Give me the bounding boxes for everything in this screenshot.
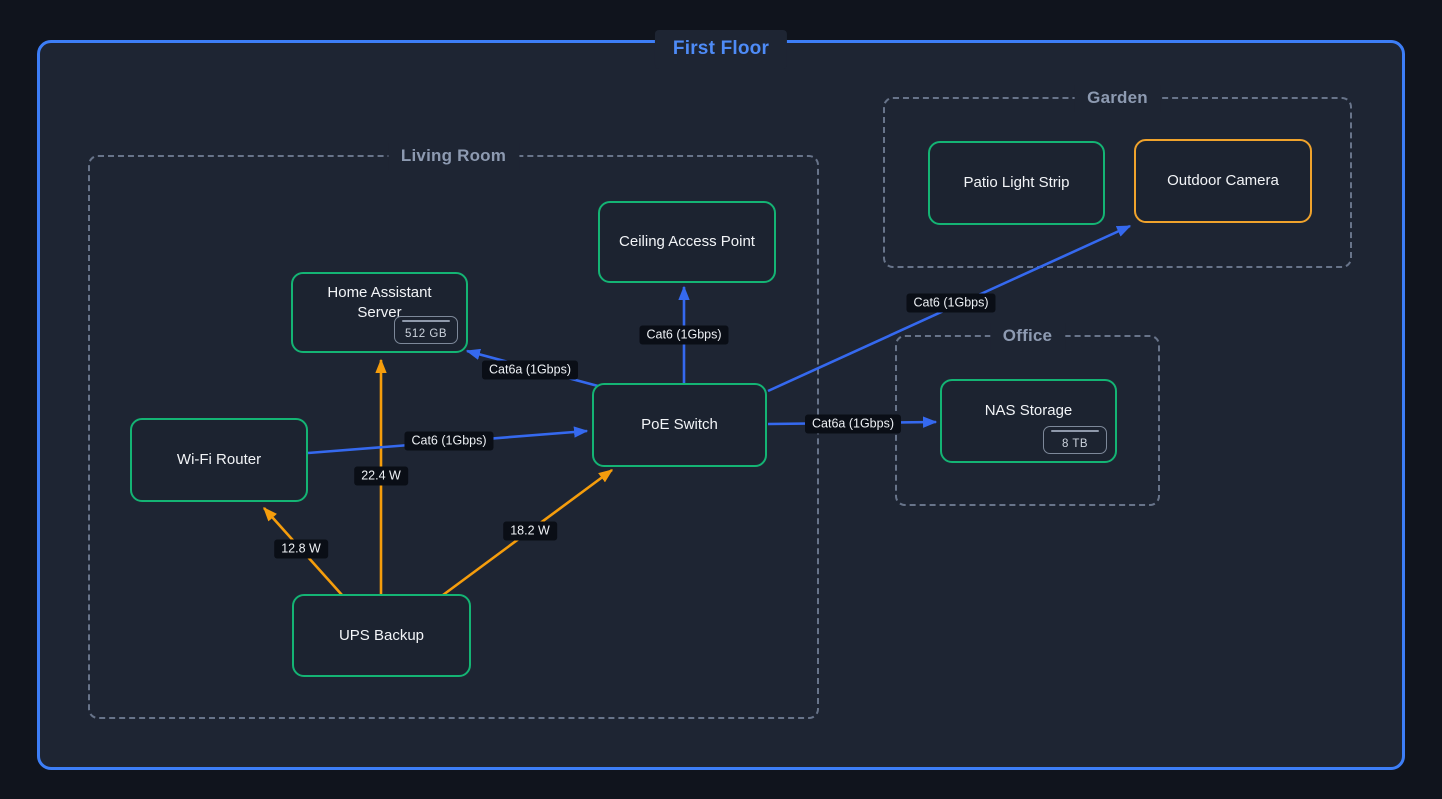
device-node-poe-switch[interactable]: PoE Switch [592, 383, 767, 467]
device-label: Home Assistant Server [327, 284, 432, 321]
device-label: Wi-Fi Router [176, 451, 262, 469]
room-label-garden: Garden [1074, 85, 1161, 112]
device-label: NAS Storage [984, 402, 1073, 420]
device-node-home-assistant-server[interactable]: Home Assistant Server 512 GB [291, 272, 468, 353]
storage-capacity-value: 8 TB [1061, 438, 1089, 450]
edge-label-poe-switch-to-ceiling-access-point: Cat6 (1Gbps) [639, 325, 729, 345]
device-label: UPS Backup [338, 626, 425, 644]
floor-title: First Floor [654, 30, 788, 69]
device-label: PoE Switch [641, 416, 718, 434]
storage-capacity-value: 512 GB [405, 328, 447, 340]
device-label: Outdoor Camera [1167, 172, 1279, 190]
edge-label-poe-switch-to-home-assistant-server: Cat6a (1Gbps) [482, 360, 578, 380]
storage-capacity-badge: 512 GB [394, 315, 458, 344]
storage-capacity-badge: 8 TB [1043, 425, 1107, 454]
edge-label-poe-switch-to-outdoor-camera: Cat6 (1Gbps) [906, 293, 996, 313]
edge-label-poe-switch-to-nas-storage: Cat6a (1Gbps) [805, 414, 901, 434]
device-node-nas-storage[interactable]: NAS Storage 8 TB [940, 379, 1117, 463]
room-label-living-room: Living Room [387, 143, 520, 170]
device-node-outdoor-camera[interactable]: Outdoor Camera [1134, 139, 1312, 223]
device-node-wifi-router[interactable]: Wi-Fi Router [130, 418, 308, 502]
device-label: Patio Light Strip [963, 174, 1070, 192]
storage-bar-icon [402, 319, 450, 322]
edge-label-wifi-router-to-poe-switch: Cat6 (1Gbps) [404, 431, 494, 451]
edge-label-ups-backup-to-wifi-router: 12.8 W [274, 539, 328, 559]
edge-label-ups-backup-to-poe-switch: 18.2 W [503, 521, 557, 541]
device-node-ups-backup[interactable]: UPS Backup [292, 594, 471, 677]
device-node-ceiling-access-point[interactable]: Ceiling Access Point [598, 201, 776, 283]
device-label: Ceiling Access Point [619, 233, 755, 251]
storage-bar-icon [1051, 429, 1099, 432]
room-living-room: Living Room [88, 143, 819, 719]
device-node-patio-light-strip[interactable]: Patio Light Strip [928, 141, 1105, 225]
edge-label-ups-backup-to-home-assistant-server: 22.4 W [354, 466, 408, 486]
room-label-office: Office [989, 323, 1066, 350]
